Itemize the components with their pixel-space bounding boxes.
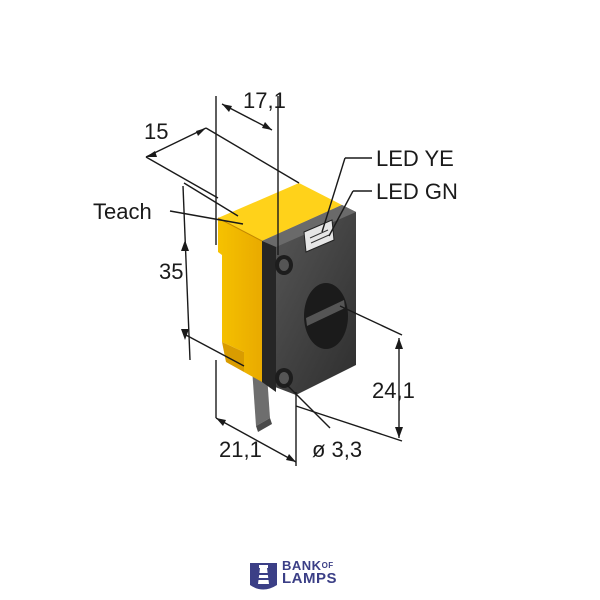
lighthouse-icon: [250, 563, 277, 590]
led-gn-label: LED GN: [376, 179, 458, 204]
logo-line1: BANK: [282, 558, 322, 573]
dim-label-lens: 24,1: [372, 378, 415, 403]
logo-line1-suffix: OF: [321, 561, 334, 570]
dim-label-hole: ø 3,3: [312, 437, 362, 462]
sensor-front-face: [262, 205, 356, 395]
logo-line2: LAMPS: [282, 570, 337, 587]
dimension-lines: [145, 96, 403, 466]
dimension-arrowheads: [146, 104, 403, 462]
dim-label-width: 15: [144, 119, 168, 144]
logo-wordmark: BANKOF LAMPS: [282, 558, 337, 587]
sensor-housing-yellow: [217, 183, 342, 382]
bank-of-lamps-logo: [250, 563, 277, 590]
led-ye-label: LED YE: [376, 146, 454, 171]
dim-label-depth: 21,1: [219, 437, 262, 462]
teach-label: Teach: [93, 199, 152, 224]
dim-label-height: 35: [159, 259, 183, 284]
dim-label-top: 17,1: [243, 88, 286, 113]
